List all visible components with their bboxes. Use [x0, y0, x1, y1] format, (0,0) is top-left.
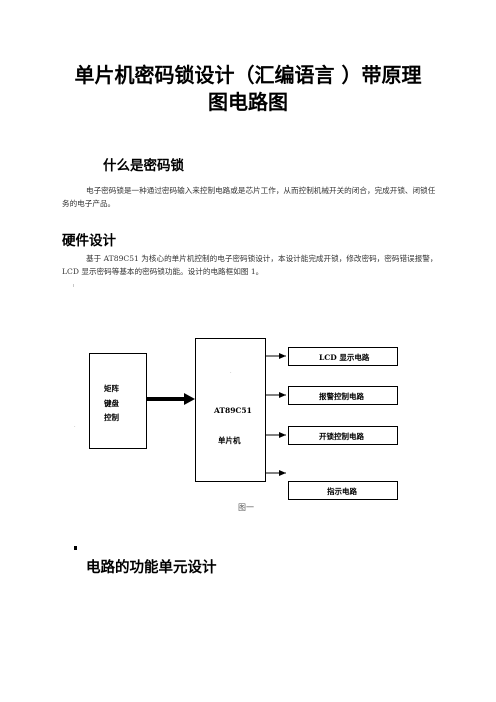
keypad-label-3: 控制: [104, 413, 119, 422]
stray-mark: ı: [73, 283, 75, 289]
section-heading-what-is-lock: 什么是密码锁: [103, 158, 184, 174]
lcd-display-label: LCD 显示电路: [319, 353, 370, 362]
unlock-control-label: 开锁控制电路: [319, 432, 364, 441]
mcu-label-name: 单片机: [218, 436, 241, 445]
alarm-control-label: 报警控制电路: [319, 392, 364, 401]
mcu-box: AT89C51 单片机: [195, 338, 266, 482]
lcd-display-box: LCD 显示电路: [288, 347, 398, 366]
section-paragraph-hardware: 基于 AT89C51 为核心的单片机控制的电子密码锁设计，本设计能完成开锁，修改…: [62, 254, 438, 276]
document-title: 单片机密码锁设计（汇编语言 ）带原理 图电路图: [40, 62, 456, 116]
title-line-1: 单片机密码锁设计（汇编语言 ）带原理: [74, 63, 422, 87]
keypad-label-2: 键盘: [104, 399, 119, 408]
indicator-label: 指示电路: [327, 487, 357, 496]
section-paragraph-what-is-lock: 电子密码锁是一种通过密码输入来控制电路或是芯片工作，从而控制机械开关的闭合，完成…: [62, 186, 436, 208]
stray-mark: ·: [74, 424, 76, 430]
alarm-control-box: 报警控制电路: [288, 386, 398, 405]
stray-mark: [74, 546, 77, 550]
stray-mark: ·: [230, 370, 232, 376]
indicator-box: 指示电路: [288, 481, 398, 500]
section-heading-hardware: 硬件设计: [62, 233, 116, 249]
unlock-control-box: 开锁控制电路: [288, 426, 398, 445]
keypad-label-1: 矩阵: [104, 384, 119, 393]
diagram-caption: 图一: [238, 503, 254, 512]
section-heading-circuit-units: 电路的功能单元设计: [86, 559, 217, 576]
keypad-box: 矩阵 键盘 控制: [89, 353, 147, 449]
title-line-2: 图电路图: [208, 90, 288, 114]
mcu-label-model: AT89C51: [214, 406, 252, 415]
